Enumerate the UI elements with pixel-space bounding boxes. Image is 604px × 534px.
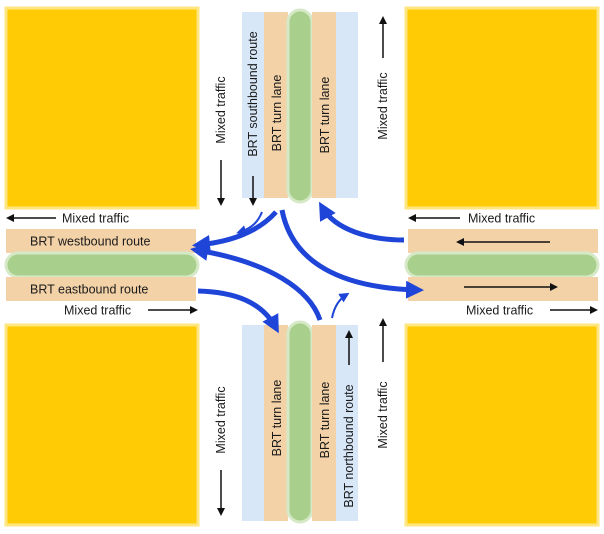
lane-edge-top-left <box>242 12 264 198</box>
brt-arrow-westbound-to-northbound <box>319 201 405 243</box>
mixed-traffic-label-bottom-left: Mixed traffic <box>214 386 228 453</box>
brt-turn-lane-label-top-left: BRT turn lane <box>270 75 284 152</box>
median-top <box>286 8 314 204</box>
mixed-traffic-label-lower-right: Mixed traffic <box>466 304 533 318</box>
brt-westbound-label: BRT westbound route <box>30 235 150 249</box>
bus-lane-bottom-right <box>312 325 336 521</box>
lane-edge-bottom-left <box>242 325 264 521</box>
bus-lane-left-top <box>6 229 196 253</box>
mixed-traffic-label-top-left: Mixed traffic <box>214 76 228 143</box>
brt-arrow-southbound-to-eastbound <box>279 209 424 299</box>
lane-edge-bottom-right <box>336 325 358 521</box>
block-top-right <box>404 6 600 210</box>
brt-eastbound-label: BRT eastbound route <box>30 283 148 297</box>
bus-lane-right-bottom <box>408 277 598 301</box>
mixed-traffic-label-top-right: Mixed traffic <box>376 72 390 139</box>
median-left <box>4 251 200 279</box>
brt-arrow-eastbound-to-southbound <box>197 288 279 334</box>
lane-edge-top-right <box>336 12 358 198</box>
bus-lane-right-top <box>408 229 598 253</box>
brt-small-arrow-top <box>236 211 263 235</box>
brt-turn-arrow-southbound-to-westbound <box>192 210 278 253</box>
median-right <box>404 251 600 279</box>
mixed-traffic-label-upper-left: Mixed traffic <box>62 212 129 226</box>
brt-arrow-northbound-to-westbound <box>190 243 323 321</box>
brt-northbound-label: BRT northbound route <box>342 384 356 507</box>
brt-turn-lane-label-top-right: BRT turn lane <box>318 77 332 154</box>
brt-turn-lane-label-bottom-right: BRT turn lane <box>318 382 332 459</box>
block-bottom-left <box>4 323 200 527</box>
bus-lane-bottom-left <box>264 325 288 521</box>
median-bottom <box>286 320 314 524</box>
bus-lane-top-left <box>264 12 288 198</box>
bus-lane-left-bottom <box>6 277 196 301</box>
bus-lane-top-right <box>312 12 336 198</box>
mixed-traffic-label-bottom-right: Mixed traffic <box>376 381 390 448</box>
mixed-traffic-label-upper-right: Mixed traffic <box>468 212 535 226</box>
brt-southbound-label: BRT southbound route <box>246 31 260 156</box>
brt-turn-lane-label-bottom-left: BRT turn lane <box>270 380 284 457</box>
brt-small-arrow-bottom <box>331 292 350 319</box>
mixed-traffic-label-lower-left: Mixed traffic <box>64 304 131 318</box>
block-bottom-right <box>404 323 600 527</box>
block-top-left <box>4 6 200 210</box>
